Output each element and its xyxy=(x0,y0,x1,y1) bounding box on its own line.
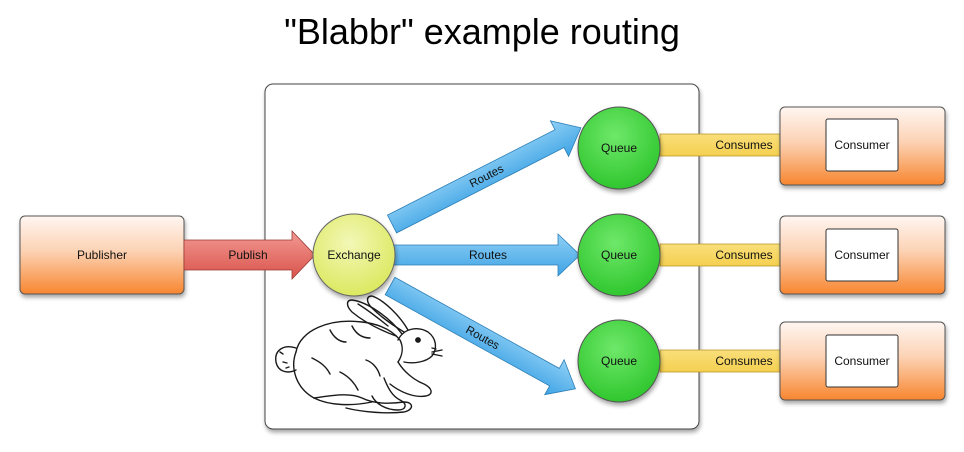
queue-label-middle: Queue xyxy=(601,248,637,262)
route-arrow-middle: Routes xyxy=(393,233,581,277)
route-label-middle: Routes xyxy=(469,248,507,262)
consumer-label-middle: Consumer xyxy=(834,248,889,262)
queue-node-bottom: Queue xyxy=(577,319,661,403)
queue-node-middle: Queue xyxy=(577,213,661,297)
publish-label: Publish xyxy=(228,248,267,262)
publisher-box: Publisher xyxy=(19,215,185,295)
queue-node-top: Queue xyxy=(577,106,661,190)
publish-arrow: Publish xyxy=(183,230,316,280)
queue-label-bottom: Queue xyxy=(601,354,637,368)
exchange-label: Exchange xyxy=(327,248,381,262)
consumer-box-top: Consumer xyxy=(779,106,946,186)
consumer-label-top: Consumer xyxy=(834,138,889,152)
consume-label-middle: Consumes xyxy=(715,248,772,262)
consumer-box-middle: Consumer xyxy=(779,215,946,295)
consumer-box-bottom: Consumer xyxy=(779,321,946,401)
queue-label-top: Queue xyxy=(601,141,637,155)
exchange-node: Exchange xyxy=(312,213,396,297)
consume-label-bottom: Consumes xyxy=(715,354,772,368)
rabbit-illustration xyxy=(275,295,443,414)
consumer-label-bottom: Consumer xyxy=(834,354,889,368)
consume-label-top: Consumes xyxy=(715,138,772,152)
publisher-label: Publisher xyxy=(77,248,127,262)
route-arrow-bottom: Routes xyxy=(384,276,576,396)
diagram-title: "Blabbr" example routing xyxy=(284,11,680,52)
